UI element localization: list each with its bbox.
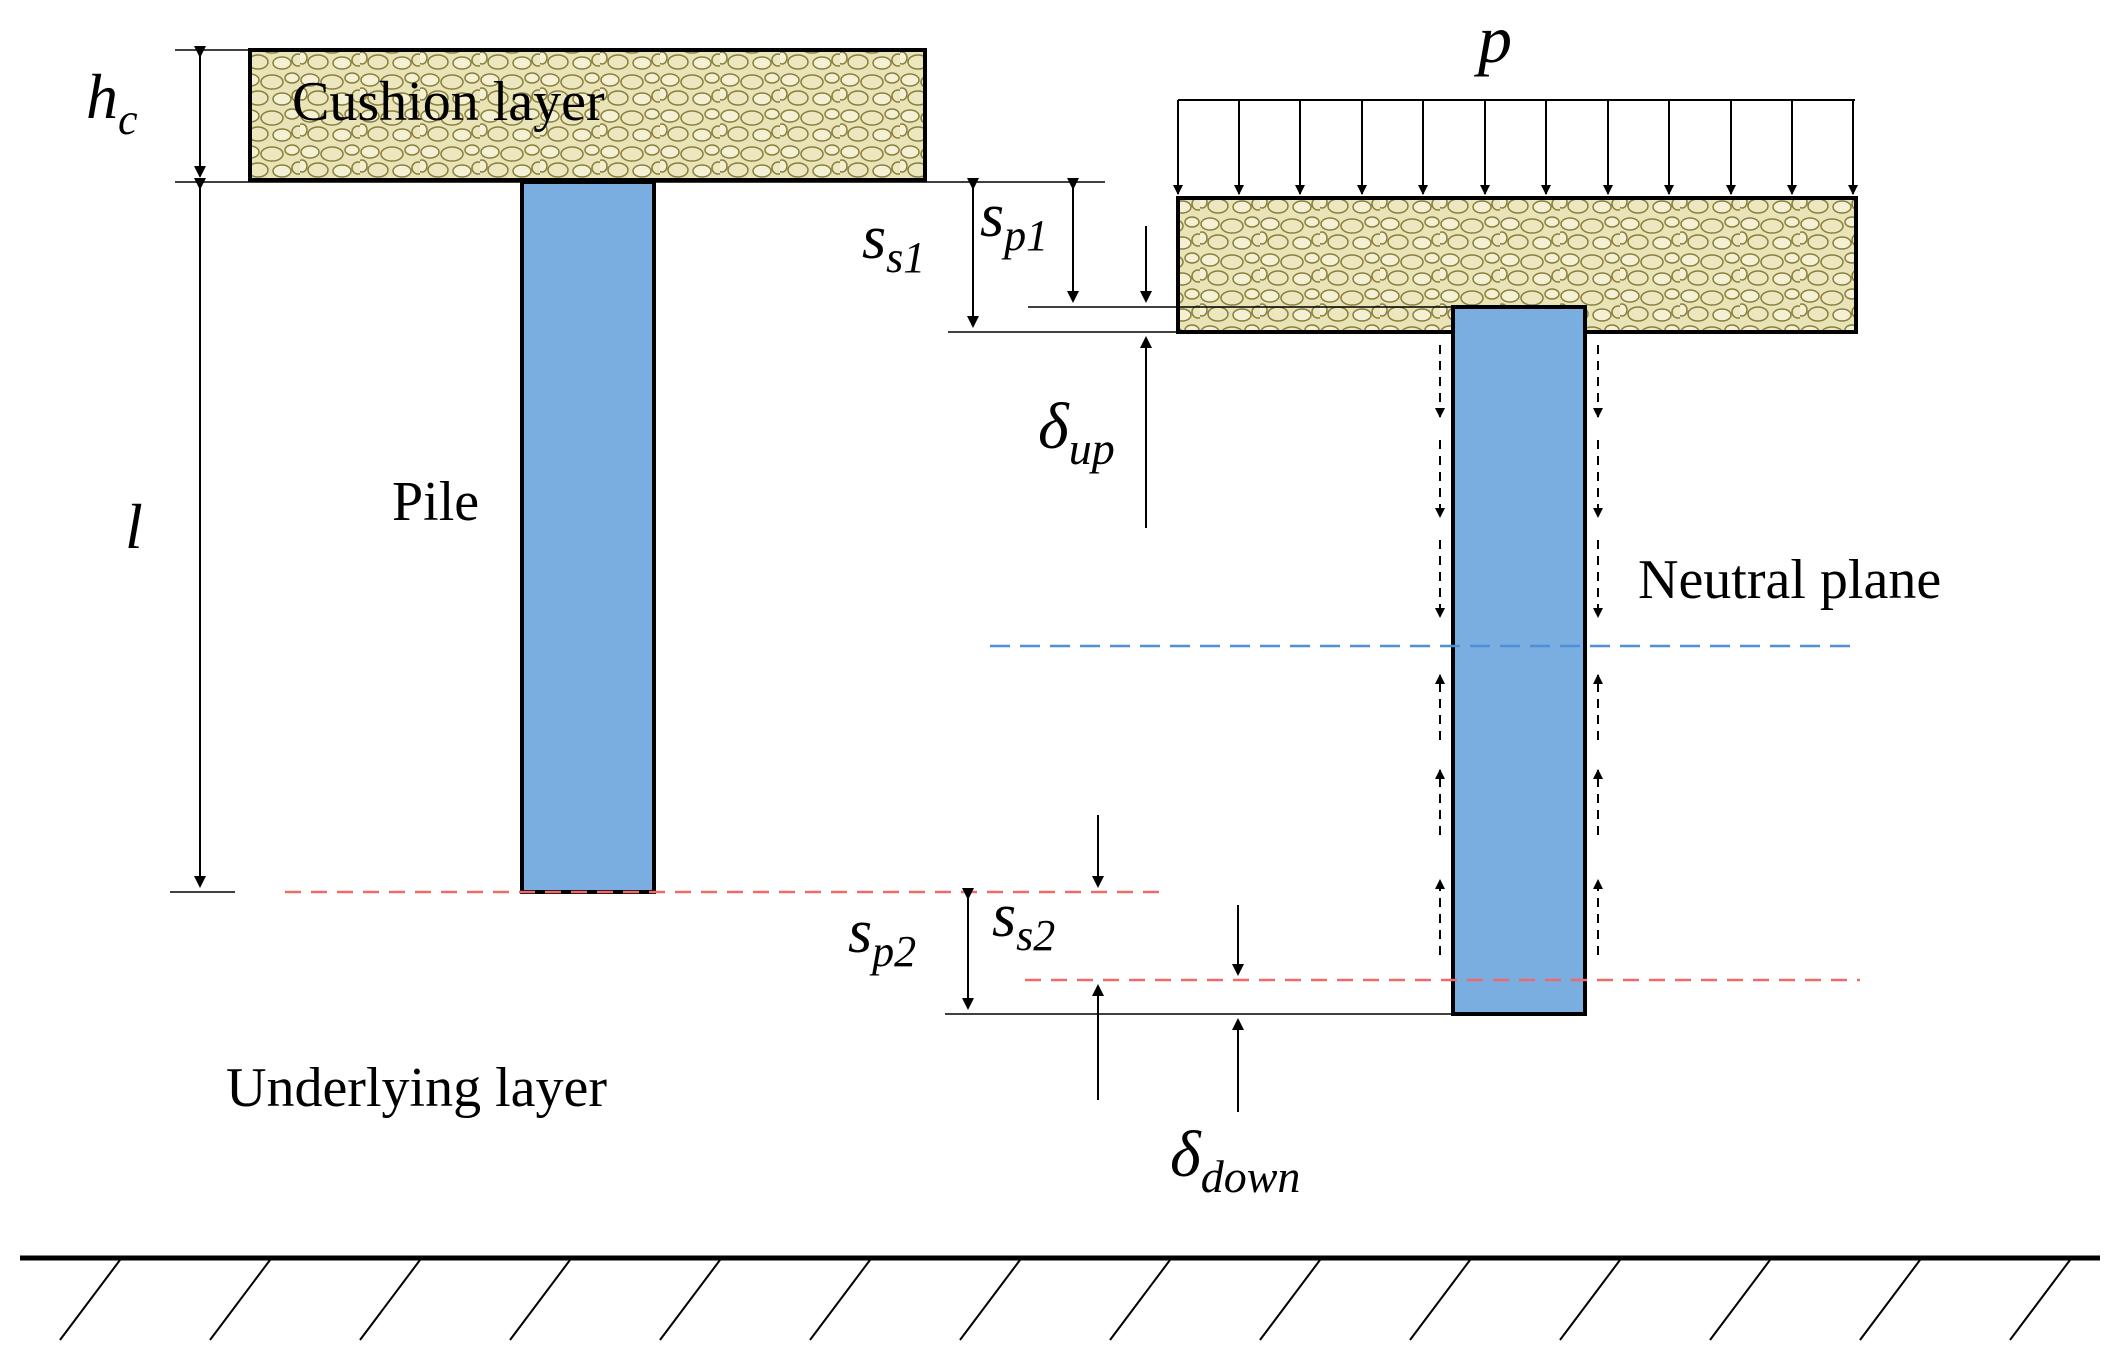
right-pile bbox=[1451, 305, 1587, 1016]
distributed-load-arrows bbox=[1173, 100, 1858, 195]
negative-friction-arrows bbox=[1435, 345, 1603, 618]
load-p-symbol: p bbox=[1474, 1, 1512, 77]
pile-label: Pile bbox=[392, 471, 479, 533]
sp2-symbol: sp2 bbox=[848, 898, 916, 976]
cushion-layer-label: Cushion layer bbox=[292, 71, 605, 133]
left-cushion-layer bbox=[248, 48, 927, 182]
delta-up-symbol: δup bbox=[1038, 390, 1115, 474]
ss2-symbol: ss2 bbox=[992, 882, 1055, 960]
l-symbol: l bbox=[125, 491, 143, 562]
delta-down-symbol: δdown bbox=[1170, 1118, 1300, 1202]
bedrock-hatching bbox=[59, 1259, 2071, 1341]
hc-symbol: hc bbox=[86, 61, 138, 144]
positive-friction-arrows bbox=[1435, 674, 1603, 955]
neutral-plane-label: Neutral plane bbox=[1638, 549, 1941, 611]
sp1-symbol: sp1 bbox=[980, 182, 1048, 260]
underlying-layer-label: Underlying layer bbox=[226, 1057, 607, 1119]
left-pile bbox=[520, 180, 656, 894]
ss1-symbol: ss1 bbox=[862, 204, 925, 282]
